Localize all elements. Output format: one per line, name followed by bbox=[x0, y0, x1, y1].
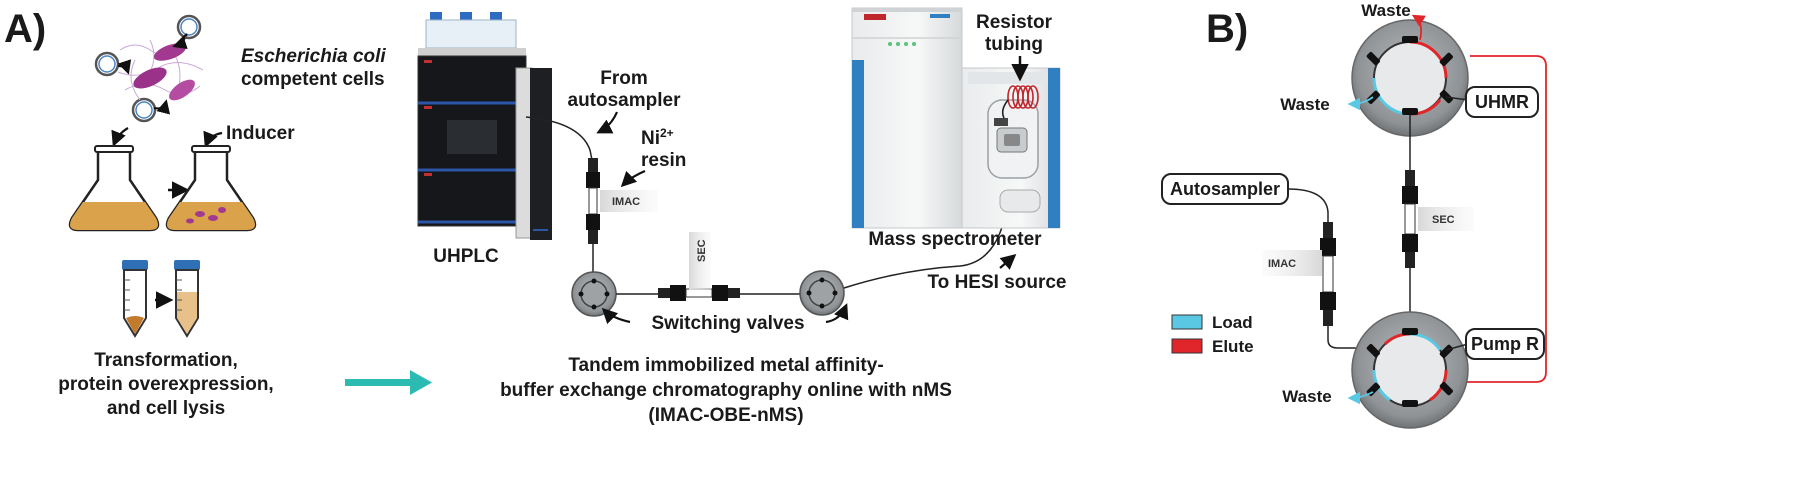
method-title-line-3: (IMAC-OBE-nMS) bbox=[648, 405, 803, 426]
legend-load-label: Load bbox=[1212, 313, 1253, 332]
uhplc-instrument bbox=[417, 12, 552, 240]
resistor-tubing-coil bbox=[1001, 85, 1039, 119]
sec-column-b bbox=[1402, 170, 1418, 268]
teal-workflow-arrow bbox=[345, 370, 432, 395]
panel-b: B) Waste Waste UHMR bbox=[1161, 1, 1547, 429]
legend-load-swatch bbox=[1171, 314, 1203, 330]
tube-lysate bbox=[174, 260, 200, 338]
valve-top bbox=[1351, 19, 1469, 137]
uhmr-box bbox=[1465, 86, 1539, 118]
arrow-ni-resin bbox=[620, 169, 646, 188]
pump-r-box bbox=[1465, 328, 1545, 360]
arrow-hesi bbox=[999, 253, 1017, 270]
mass-spectrometer bbox=[851, 7, 1061, 229]
tube-cells bbox=[122, 260, 148, 338]
uhplc-label: UHPLC bbox=[433, 246, 499, 267]
tubing-imac-to-bottom-valve bbox=[1327, 326, 1376, 349]
tubing-uhplc-to-imac bbox=[525, 116, 593, 161]
arrow-cells-to-flask bbox=[111, 127, 129, 147]
pump-r-label: Pump R bbox=[1471, 334, 1539, 354]
resistor-label-line-2: tubing bbox=[985, 34, 1043, 55]
pump-connector bbox=[1445, 343, 1469, 351]
arrow-switching-right bbox=[825, 303, 849, 324]
mass-spec-label: Mass spectrometer bbox=[868, 229, 1042, 250]
ecoli-cells-illustration bbox=[94, 14, 204, 123]
legend: Load Elute bbox=[1171, 313, 1254, 356]
imac-tag-b: IMAC bbox=[1268, 258, 1296, 270]
ecoli-label-italic: Escherichia coli bbox=[241, 46, 386, 67]
autosampler-label: Autosampler bbox=[1170, 179, 1280, 199]
method-title-line-1: Tandem immobilized metal affinity- bbox=[568, 355, 883, 376]
inducer-label: Inducer bbox=[226, 123, 295, 144]
valve-bottom bbox=[1351, 311, 1469, 429]
switching-valve-1 bbox=[571, 271, 617, 317]
uhmr-connector bbox=[1445, 96, 1469, 101]
arrow-inducer bbox=[203, 130, 223, 148]
waste-top-label: Waste bbox=[1361, 1, 1410, 20]
tubing-autosampler-to-imac bbox=[1287, 188, 1329, 222]
from-autosampler-line-1: From bbox=[600, 68, 648, 89]
legend-elute-label: Elute bbox=[1212, 337, 1254, 356]
arrow-from-autosampler bbox=[596, 111, 619, 134]
loop-tubing bbox=[1444, 55, 1547, 383]
workflow-line-2: protein overexpression, bbox=[58, 374, 273, 395]
uhmr-label: UHMR bbox=[1475, 92, 1529, 112]
method-title-line-2: buffer exchange chromatography online wi… bbox=[500, 380, 952, 401]
arrow-waste-mid bbox=[1347, 96, 1374, 111]
workflow-line-1: Transformation, bbox=[94, 350, 238, 371]
sec-tag-box-b bbox=[1418, 207, 1474, 231]
sec-tag-box-a bbox=[689, 232, 711, 290]
imac-tag-box-b bbox=[1262, 250, 1322, 276]
imac-tag-a: IMAC bbox=[612, 196, 640, 208]
arrow-waste-top bbox=[1411, 14, 1426, 41]
arrow-waste-bottom bbox=[1347, 391, 1374, 405]
panel-a: A) Escherichia coli bbox=[4, 7, 1067, 426]
sec-tag-a: SEC bbox=[696, 239, 708, 262]
waste-mid-label: Waste bbox=[1280, 95, 1329, 114]
panel-a-label: A) bbox=[4, 7, 46, 51]
flask-uninduced bbox=[68, 145, 160, 232]
resistor-label-line-1: Resistor bbox=[976, 12, 1053, 33]
hesi-label: To HESI source bbox=[927, 272, 1066, 293]
ecoli-label-rest: competent cells bbox=[241, 69, 385, 90]
switching-valve-2 bbox=[799, 270, 845, 316]
ni-label: Ni2+ bbox=[641, 126, 674, 149]
imac-tag-box-a bbox=[600, 190, 658, 212]
arrow-switching-left bbox=[601, 307, 631, 325]
from-autosampler-line-2: autosampler bbox=[568, 90, 682, 111]
resin-label: resin bbox=[641, 150, 686, 171]
imac-column-a bbox=[586, 158, 600, 276]
legend-elute-swatch bbox=[1171, 338, 1203, 354]
workflow-line-3: and cell lysis bbox=[107, 398, 225, 419]
flask-induced bbox=[165, 145, 257, 232]
imac-column-b bbox=[1320, 222, 1336, 326]
switching-valves-label: Switching valves bbox=[651, 313, 804, 334]
sec-tag-b: SEC bbox=[1432, 214, 1455, 226]
sec-column-a bbox=[658, 285, 740, 301]
waste-bottom-label: Waste bbox=[1282, 387, 1331, 406]
panel-b-label: B) bbox=[1206, 7, 1248, 51]
